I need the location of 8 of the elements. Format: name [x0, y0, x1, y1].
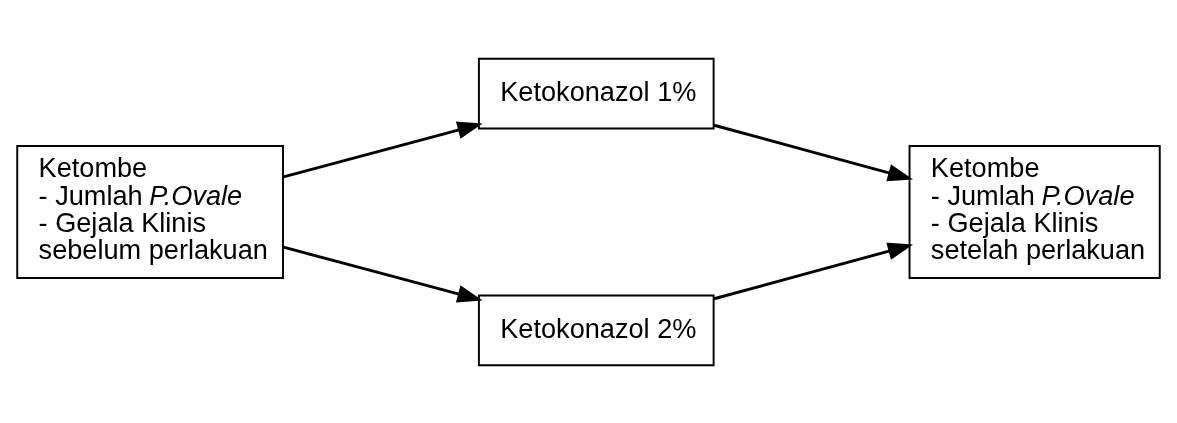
arrow [713, 123, 914, 181]
node-box: Ketokonazol 2% [477, 293, 715, 366]
node-box: Ketombe - Jumlah P.Ovale - Gejala Klinis setelah perlakuan [908, 144, 1161, 279]
arrow [283, 121, 483, 178]
node-box: Ketokonazol 1% [477, 57, 715, 130]
arrow [713, 242, 914, 300]
node-box: Ketombe - Jumlah P.Ovale - Gejala Klinis sebelum perlakuan [16, 144, 284, 279]
arrow [283, 245, 483, 302]
